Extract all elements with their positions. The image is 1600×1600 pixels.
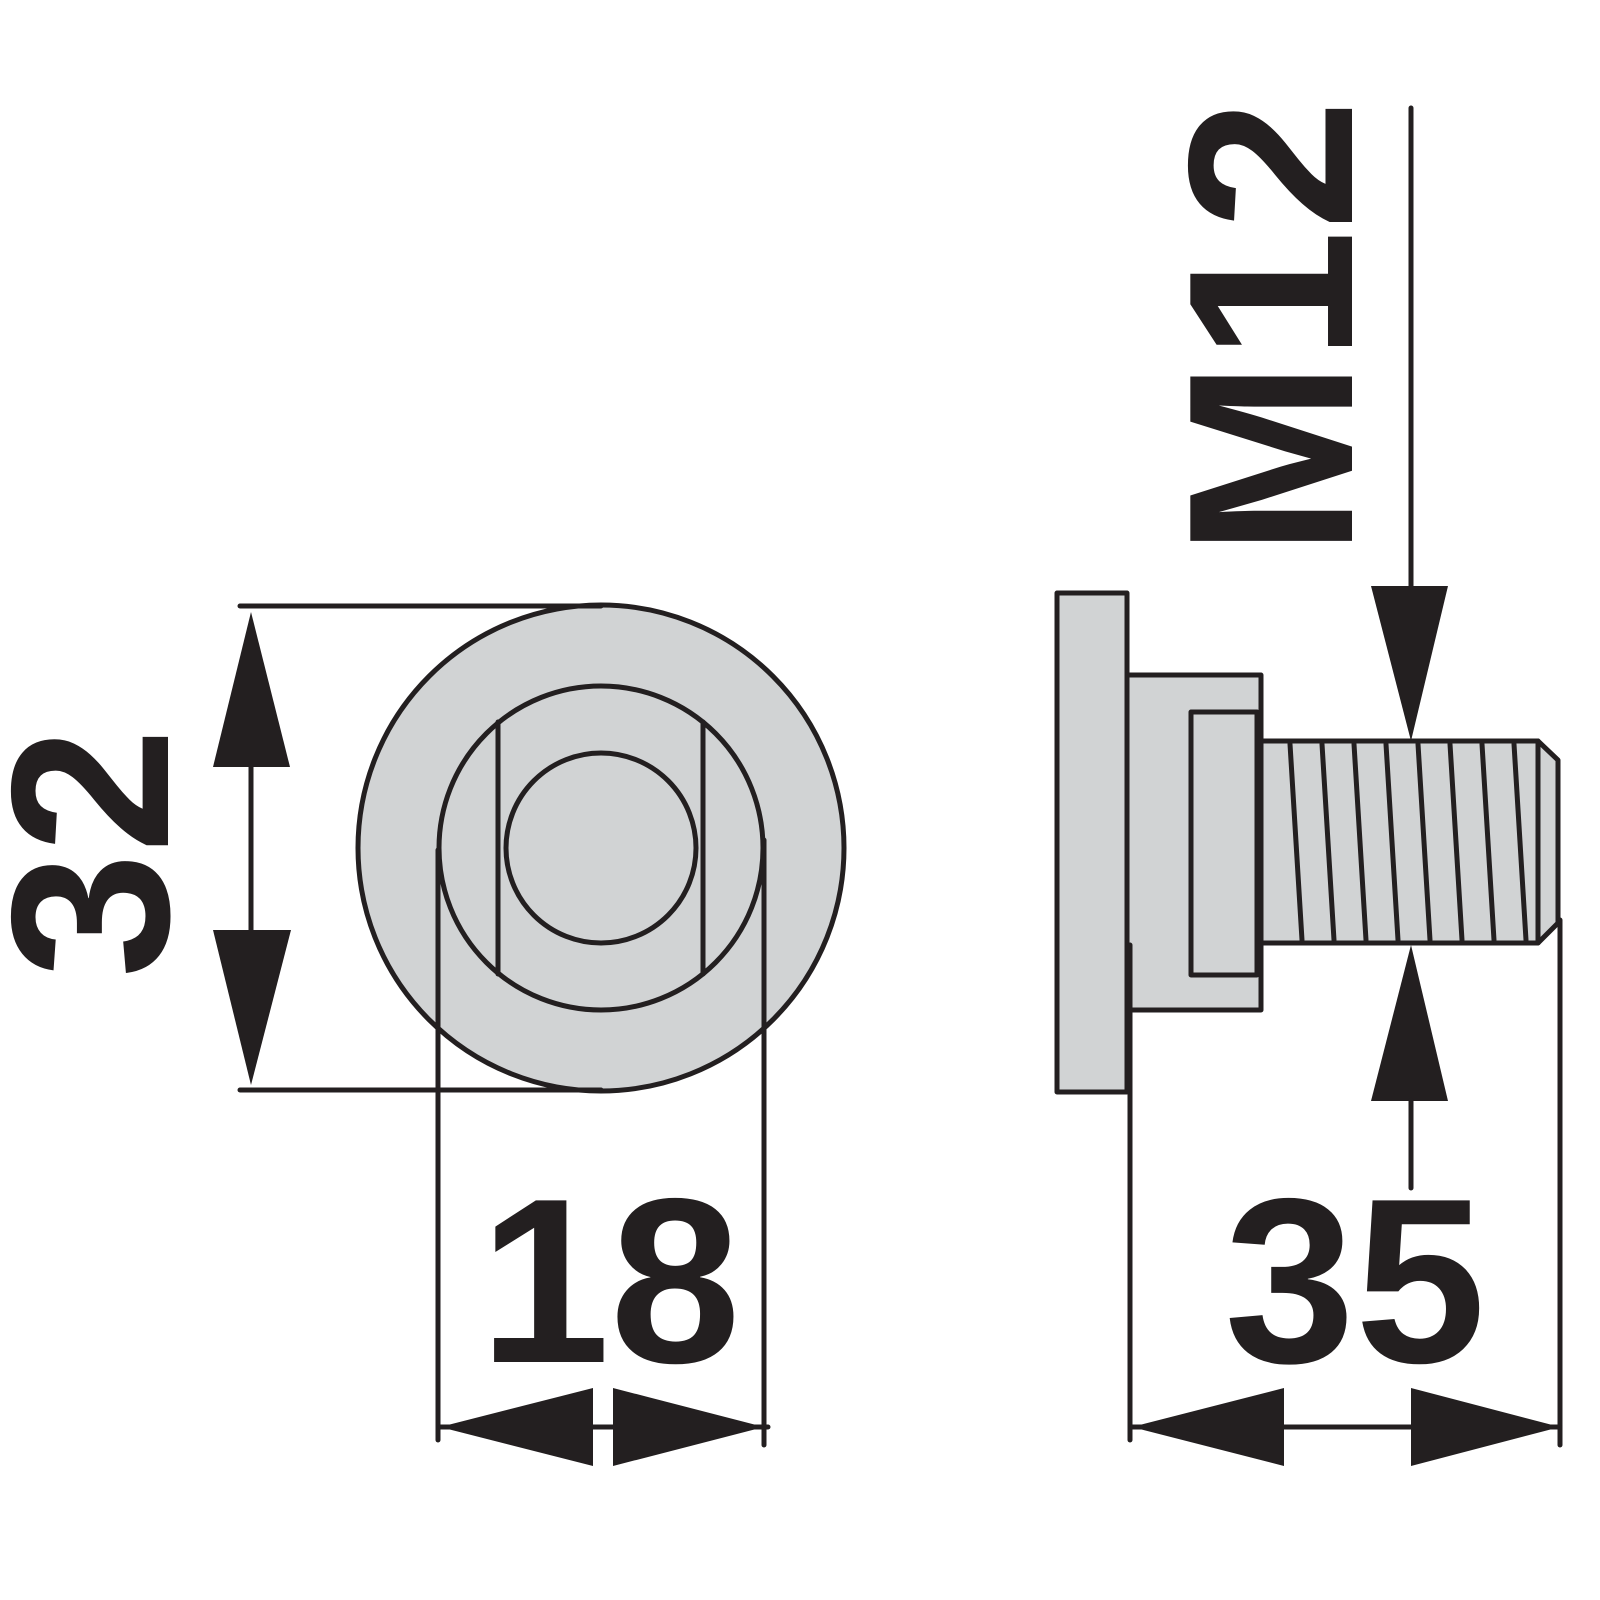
dimension-label-18: 18	[479, 1149, 740, 1412]
arrowhead-left	[440, 1388, 593, 1466]
flange	[1054, 590, 1130, 1095]
inner-bore-circle	[503, 750, 699, 946]
arrowhead-right	[613, 1388, 764, 1466]
side-view: M12 35	[1054, 99, 1563, 1466]
dimension-label-35: 35	[1224, 1149, 1485, 1412]
thread-lines	[1287, 741, 1529, 943]
arrowhead-m12-up	[1371, 945, 1448, 1101]
arrowhead-right	[1411, 1388, 1560, 1466]
front-view: 32 18	[0, 602, 847, 1466]
arrowhead-up	[213, 612, 290, 767]
arrowhead-left	[1132, 1388, 1284, 1466]
dimension-label-32: 32	[0, 728, 216, 978]
thread-label-m12: M12	[1139, 99, 1402, 556]
head-inner	[1188, 709, 1260, 978]
arrowhead-m12-down	[1371, 586, 1448, 741]
arrowhead-down	[213, 930, 291, 1085]
